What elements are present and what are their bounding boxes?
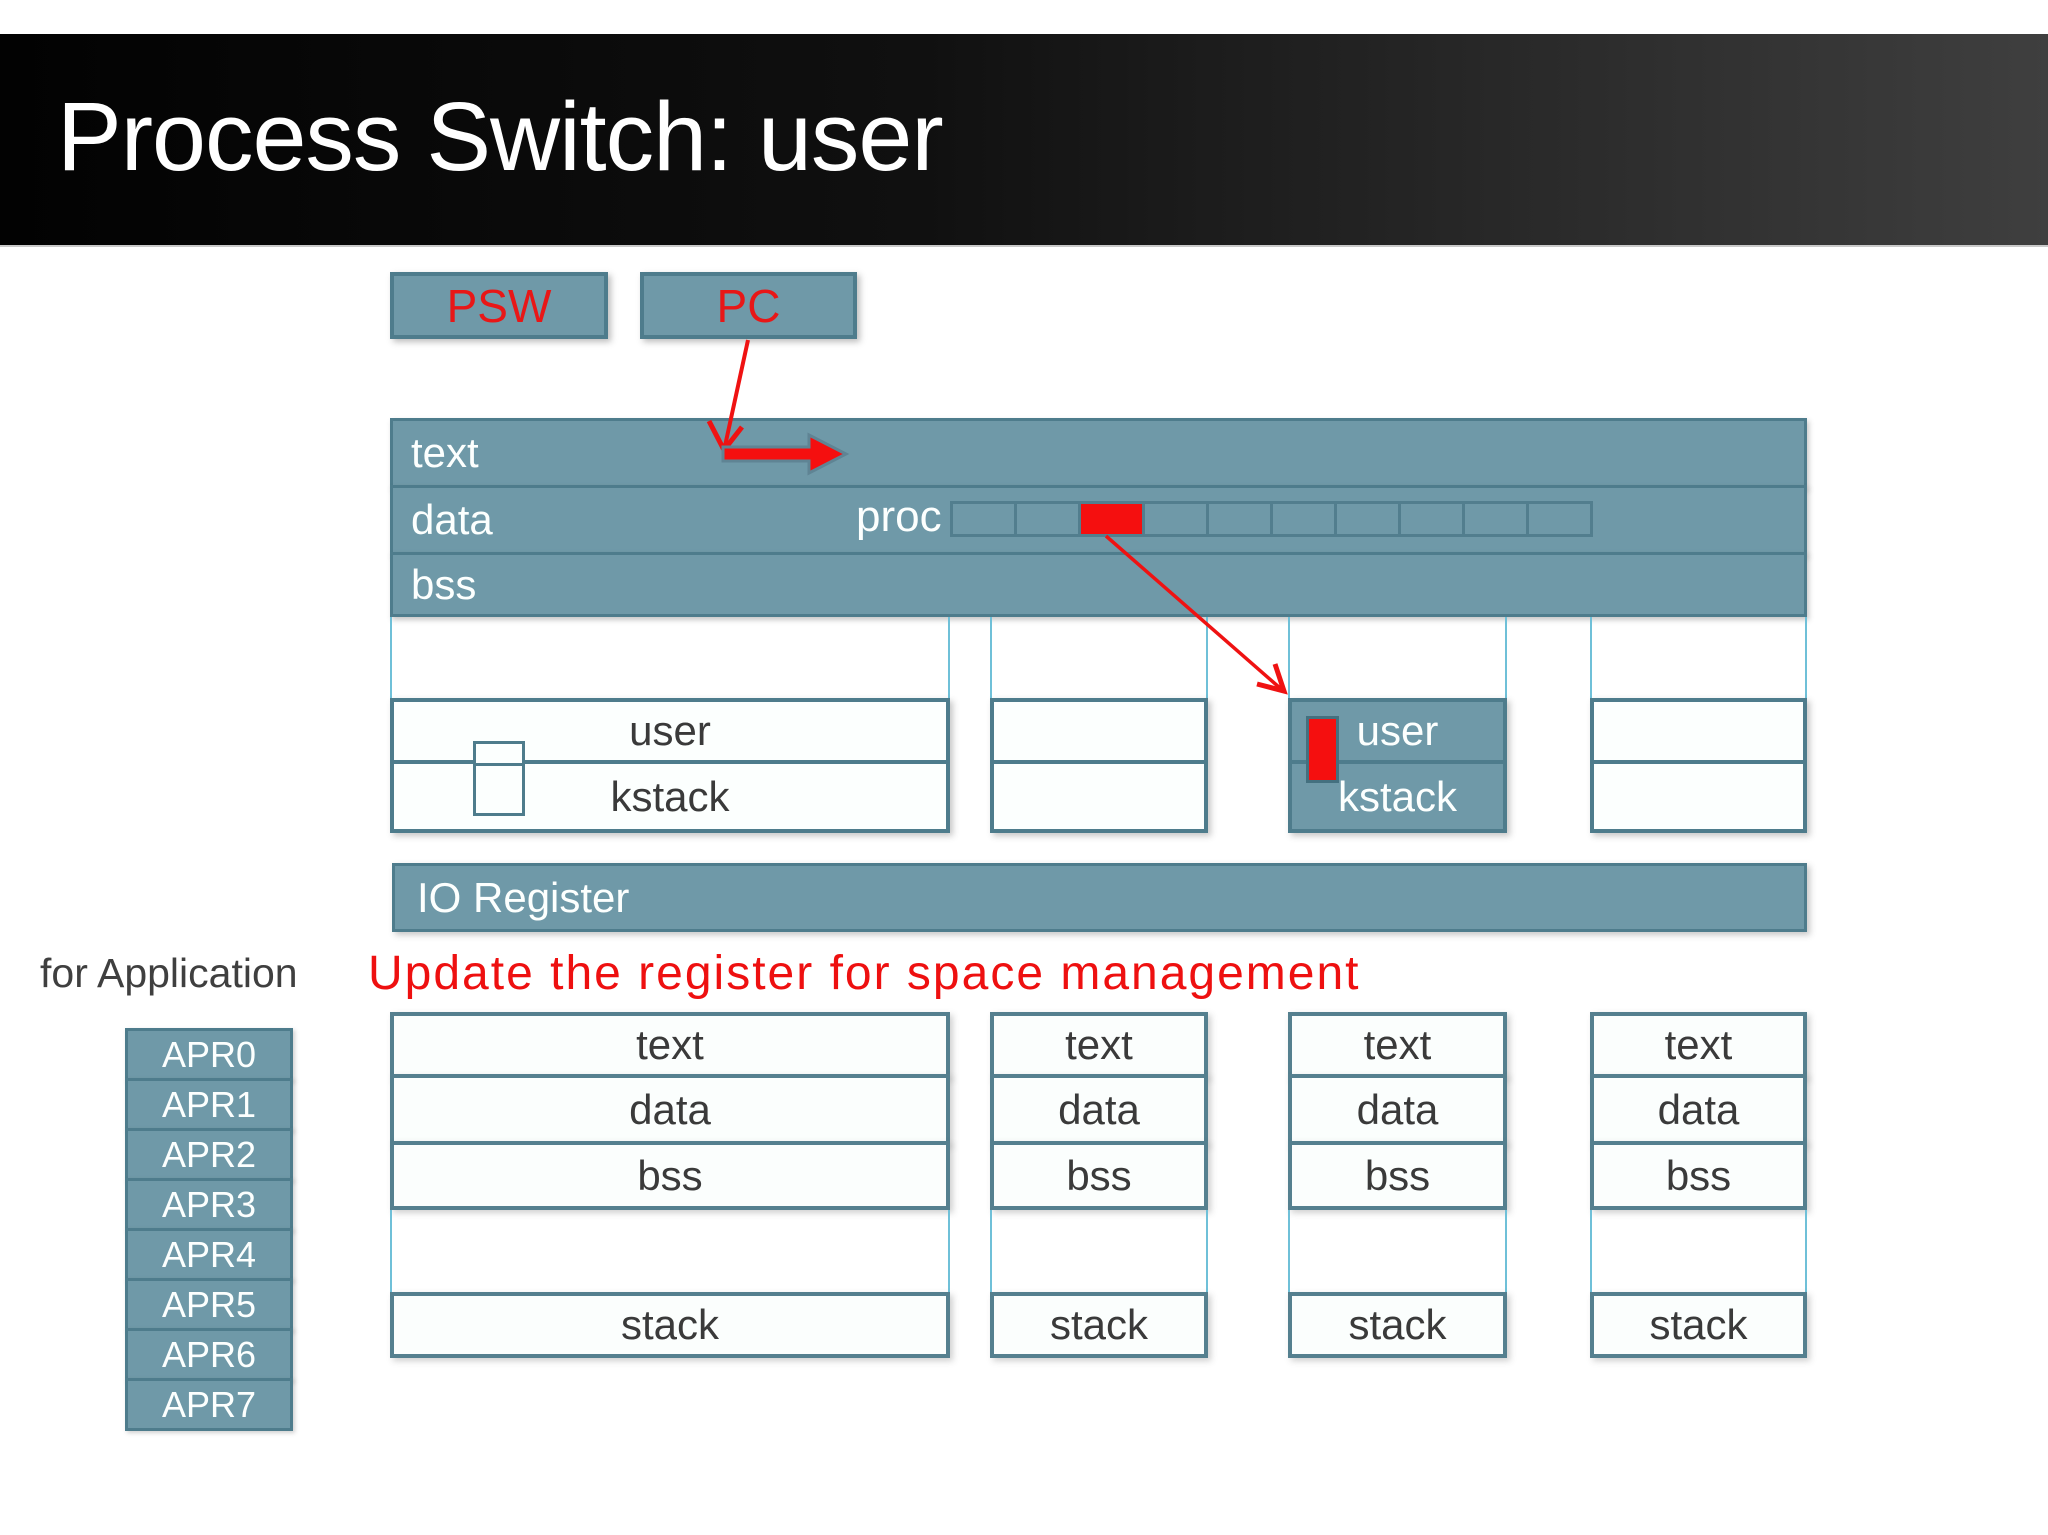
apr-cell: APR1 [125,1078,293,1131]
proc-table [950,501,1593,537]
proc-cell [950,501,1017,537]
pc-register-box: PC [640,272,857,339]
segment-data-bar: data [390,485,1807,555]
pc-label: PC [716,279,781,332]
column-connector-3 [1288,617,1507,698]
for-application-label: for Application [40,950,298,996]
process-space-column-3: text data bss stack [1288,1012,1507,1358]
process-slot-4 [1590,698,1807,833]
process-space-column-1: text data bss stack [390,1012,950,1358]
space1-gap [390,1210,950,1292]
psw-label: PSW [446,279,552,332]
apr-cell: APR7 [125,1378,293,1431]
title-bar: Process Switch: user [0,34,2048,247]
slot3-user-row: user [1292,702,1503,764]
space1-data-box: data [390,1074,950,1145]
space4-text-box: text [1590,1012,1807,1078]
apr-cell: APR6 [125,1328,293,1381]
apr-register-stack: APR0 APR1 APR2 APR3 APR4 APR5 APR6 APR7 [125,1028,293,1431]
apr-cell: APR4 [125,1228,293,1281]
segment-text-label: text [411,429,479,476]
segment-bss-label: bss [411,560,477,608]
space3-gap [1288,1210,1507,1292]
slide-title: Process Switch: user [57,82,944,191]
slot3-kstack-label: kstack [1337,772,1458,820]
space1-text-box: text [390,1012,950,1078]
uarea-marker-box [473,741,525,816]
proc-label: proc [856,492,942,541]
uarea-marker-divider [476,744,522,766]
space2-gap [990,1210,1208,1292]
space1-bss-box: bss [390,1141,950,1210]
proc-cell [1462,501,1529,537]
column-connector-1 [390,617,950,698]
process-slot-2 [990,698,1208,833]
proc-cell [1398,501,1465,537]
space4-stack-box: stack [1590,1292,1807,1358]
psw-register-box: PSW [390,272,608,339]
update-note: Update the register for space management [368,947,1361,1000]
apr-cell: APR0 [125,1028,293,1081]
proc-cell [1142,501,1209,537]
proc-cell [1014,501,1081,537]
space2-text-box: text [990,1012,1208,1078]
column-connector-4 [1590,617,1807,698]
process-slot-1: user kstack [390,698,950,833]
apr-cell: APR3 [125,1178,293,1231]
space3-text-box: text [1288,1012,1507,1078]
column-connector-2 [990,617,1208,698]
slot1-user-row: user [394,702,946,764]
slot3-user-label: user [1356,707,1439,754]
slot1-kstack-row: kstack [394,764,946,829]
proc-cell [1270,501,1337,537]
segment-text-bar: text [390,418,1807,488]
proc-cell [1526,501,1593,537]
active-user-red-marker [1306,716,1339,783]
proc-cell [1206,501,1273,537]
apr-cell: APR5 [125,1278,293,1331]
space1-stack-box: stack [390,1292,950,1358]
slot3-kstack-row: kstack [1292,764,1503,829]
space2-bss-box: bss [990,1141,1208,1210]
io-register-bar: IO Register [392,863,1807,932]
space3-bss-box: bss [1288,1141,1507,1210]
apr-cell: APR2 [125,1128,293,1181]
space4-data-box: data [1590,1074,1807,1145]
space2-stack-box: stack [990,1292,1208,1358]
slot1-kstack-label: kstack [610,772,730,820]
process-space-column-2: text data bss stack [990,1012,1208,1358]
space2-data-box: data [990,1074,1208,1145]
space4-bss-box: bss [1590,1141,1807,1210]
slot1-user-label: user [629,707,711,754]
segment-data-label: data [411,496,493,543]
proc-cell-highlighted [1078,501,1145,537]
space3-stack-box: stack [1288,1292,1507,1358]
space4-gap [1590,1210,1807,1292]
process-space-column-4: text data bss stack [1590,1012,1807,1358]
space3-data-box: data [1288,1074,1507,1145]
proc-cell [1334,501,1401,537]
segment-bss-bar: bss [390,552,1807,617]
io-register-label: IO Register [417,873,630,921]
